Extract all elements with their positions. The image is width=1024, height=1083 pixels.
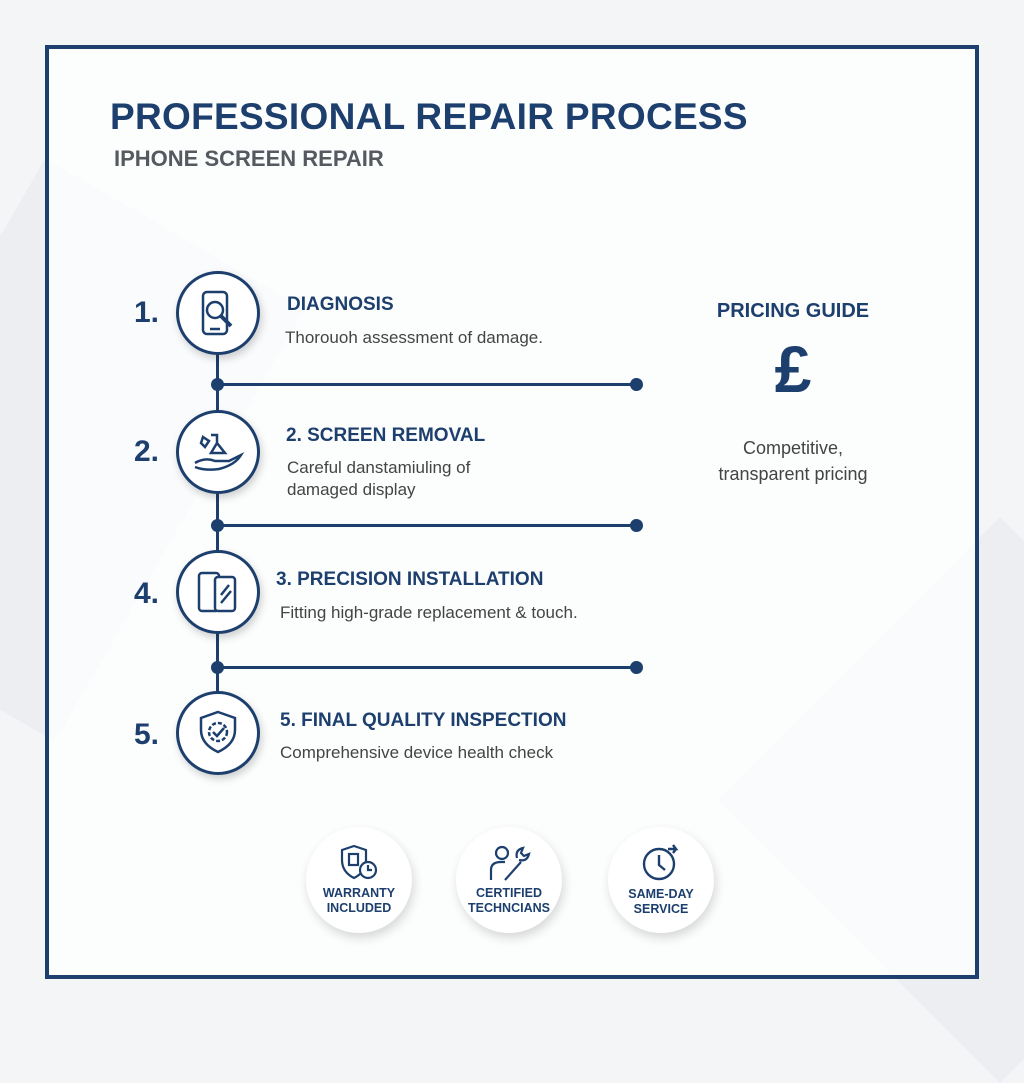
timeline-connector xyxy=(218,524,636,527)
step-number: 2. xyxy=(134,435,160,468)
pricing-guide: PRICING GUIDE £ Competitive, transparent… xyxy=(680,300,906,487)
pound-icon: £ xyxy=(774,332,812,406)
step-title: 3. PRECISION INSTALLATION xyxy=(276,569,544,590)
step-description: Careful danstamiuling of damaged display xyxy=(287,458,471,499)
step-title: 5. FINAL QUALITY INSPECTION xyxy=(280,710,567,731)
technician-wrench-icon xyxy=(489,845,531,881)
badge-label: TECHNCIANS xyxy=(468,901,550,915)
step-number: 1. xyxy=(134,296,160,329)
badge-warranty: WARRANTY INCLUDED xyxy=(306,827,412,933)
badge-label: WARRANTY xyxy=(322,886,396,900)
timeline-dot xyxy=(630,661,643,674)
clock-arrow-icon xyxy=(642,844,679,881)
badge-certified: CERTIFIED TECHNCIANS xyxy=(456,827,562,933)
hand-tools-icon xyxy=(176,410,260,494)
badge-label: CERTIFIED xyxy=(476,886,542,900)
badge-label: SAME-DAY xyxy=(628,887,694,901)
phone-screen-icon xyxy=(176,550,260,634)
badge-same-day: SAME-DAY SERVICE xyxy=(608,827,714,933)
step-description: Fitting high-grade replacement & touch. xyxy=(280,603,578,622)
timeline-connector xyxy=(218,666,636,669)
page-title: PROFESSIONAL REPAIR PROCESS xyxy=(110,96,748,137)
step-title: DIAGNOSIS xyxy=(287,294,394,315)
timeline-dot xyxy=(630,378,643,391)
shield-clock-icon xyxy=(340,844,378,880)
step-number: 5. xyxy=(134,718,160,751)
badge-label: INCLUDED xyxy=(326,901,392,915)
step-description: Thorouoh assessment of damage. xyxy=(285,328,543,347)
phone-magnifier-icon xyxy=(176,271,260,355)
timeline-connector xyxy=(218,383,636,386)
timeline-dot xyxy=(211,661,224,674)
step-number: 4. xyxy=(134,577,160,610)
step-title: 2. SCREEN REMOVAL xyxy=(286,425,486,446)
pricing-title: PRICING GUIDE xyxy=(716,300,870,322)
shield-gear-icon xyxy=(176,691,260,775)
badge-label: SERVICE xyxy=(633,902,689,916)
pricing-line: transparent pricing xyxy=(718,464,868,484)
timeline-dot xyxy=(630,519,643,532)
step-description: Comprehensive device health check xyxy=(280,743,554,762)
timeline-dot xyxy=(211,378,224,391)
infographic-frame xyxy=(45,45,979,979)
pricing-line: Competitive, xyxy=(742,438,844,458)
timeline-dot xyxy=(211,519,224,532)
page-subtitle: IPHONE SCREEN REPAIR xyxy=(114,146,384,171)
